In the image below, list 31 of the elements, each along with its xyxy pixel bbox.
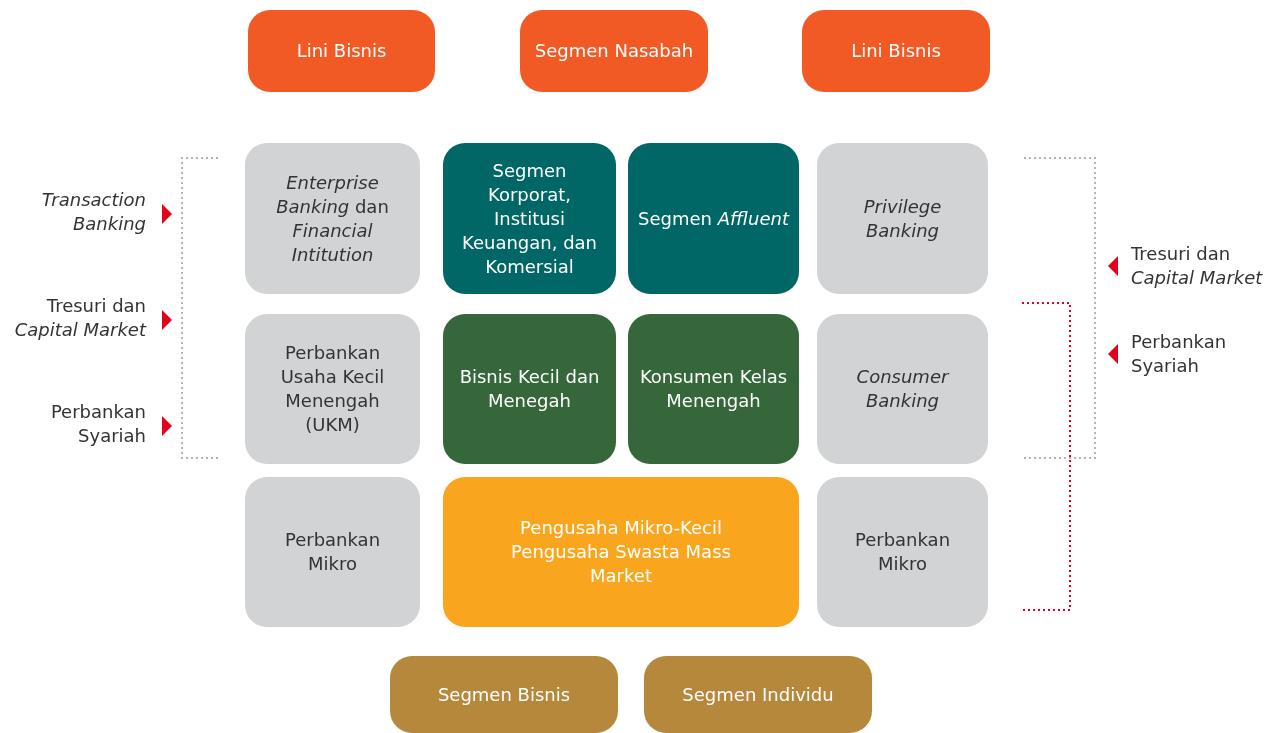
segment-box (628, 143, 799, 294)
box-text: Privilege Banking (862, 194, 943, 243)
box-text: Segmen Bisnis (437, 682, 571, 707)
box-text: Konsumen Kelas Menengah (638, 365, 789, 413)
segment-group-box (390, 656, 618, 733)
box-text: Segmen Korporat, Institusi Keuangan, dan Komersial (461, 158, 598, 279)
box-text: Pengusaha Mikro-Kecil Pengusaha Swasta Mass Market (510, 516, 732, 588)
box-text: Segmen Individu (682, 682, 834, 707)
box-text: Perbankan Mikro (853, 528, 952, 576)
box-text: Bisnis Kecil dan Menegah (459, 365, 600, 413)
box-text: Enterprise Banking dan Financial Intitution (275, 170, 390, 267)
header-box (248, 10, 435, 92)
segment-group-box (644, 656, 872, 733)
header-box (802, 10, 990, 92)
box-text: Perbankan Usaha Kecil Menengah (UKM) (279, 341, 386, 437)
box-text: Segmen Nasabah (534, 39, 694, 63)
box-text: Lini Bisnis (296, 39, 387, 63)
side-label: Tresuri dan Capital Market (13, 294, 146, 342)
side-label: Perbankan Syariah (49, 400, 146, 448)
segment-box (443, 143, 616, 294)
side-label: Transaction Banking (40, 188, 146, 236)
segment-box (443, 477, 799, 627)
box-text: Perbankan Mikro (283, 528, 382, 576)
header-box (520, 10, 708, 92)
segment-box (443, 314, 616, 464)
side-label: Tresuri dan Capital Market (1131, 242, 1264, 290)
box-text: Lini Bisnis (851, 39, 941, 63)
segment-box (628, 314, 799, 464)
box-text: Segmen Affluent (638, 206, 789, 231)
box-text: Consumer Banking (855, 365, 951, 413)
side-label: Perbankan Syariah (1131, 330, 1228, 378)
